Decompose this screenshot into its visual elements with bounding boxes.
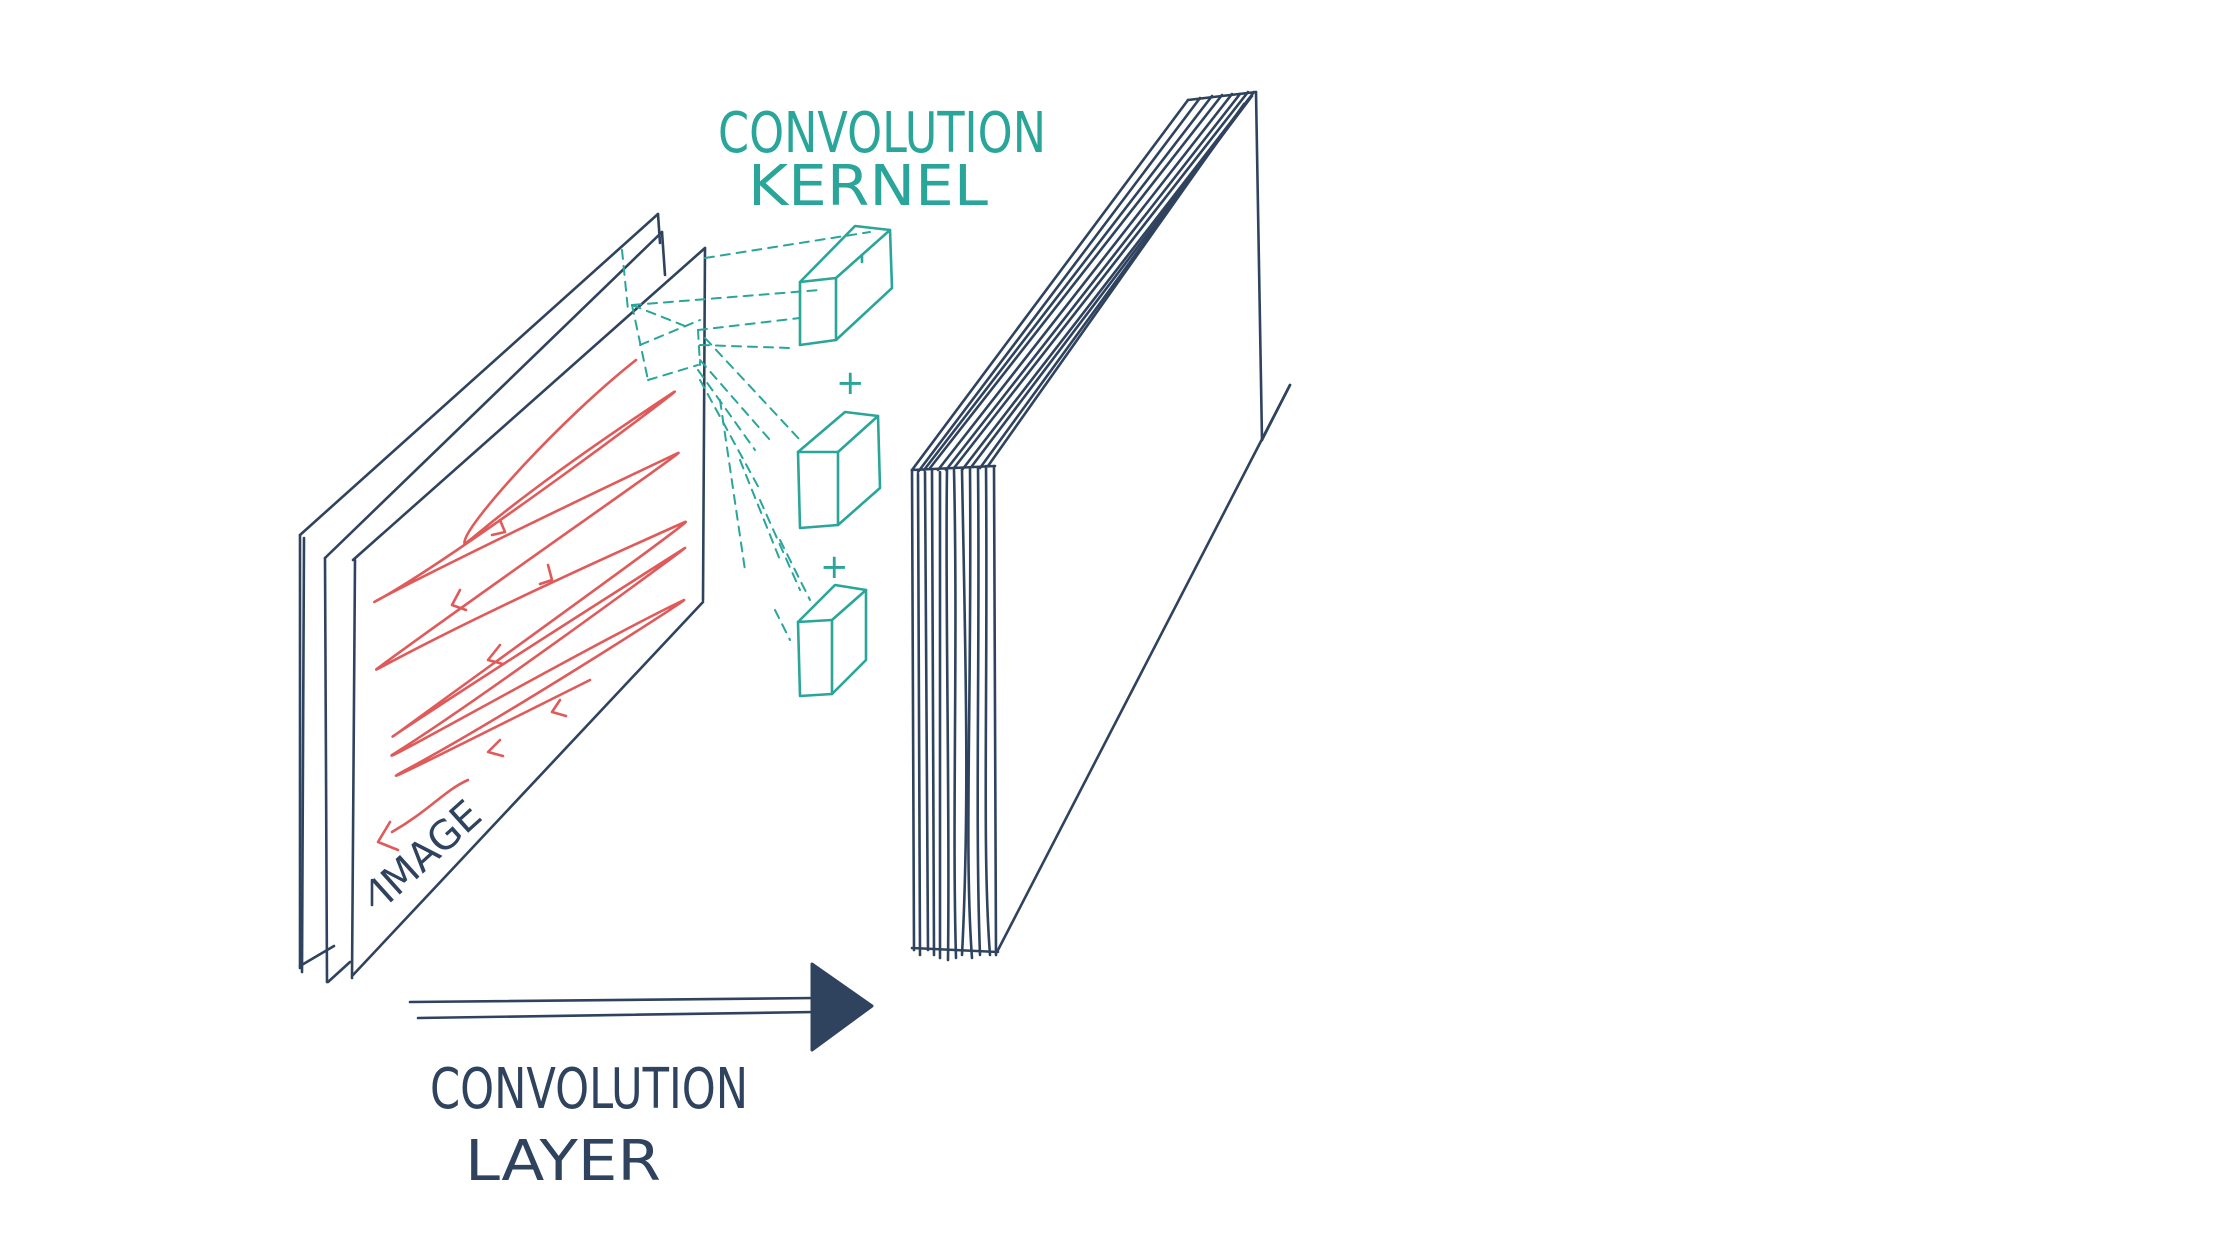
kernel-label-line2: KERNEL: [748, 154, 988, 219]
layer-label-line1: CONVOLUTION: [430, 1057, 748, 1122]
layer-label-line2: LAYER: [465, 1129, 661, 1194]
kernel-cube-middle: [798, 412, 880, 528]
scan-path: [374, 360, 685, 850]
plus-sign-upper: +: [836, 363, 865, 403]
convolution-arrow: [410, 964, 872, 1050]
plus-sign-lower: +: [820, 547, 849, 587]
kernel-cube-bottom: [798, 585, 866, 696]
feature-map-stack: [912, 92, 1290, 960]
kernel-cube-top: [800, 226, 892, 345]
arrow-head: [812, 964, 872, 1050]
input-image-stack: [300, 214, 705, 982]
